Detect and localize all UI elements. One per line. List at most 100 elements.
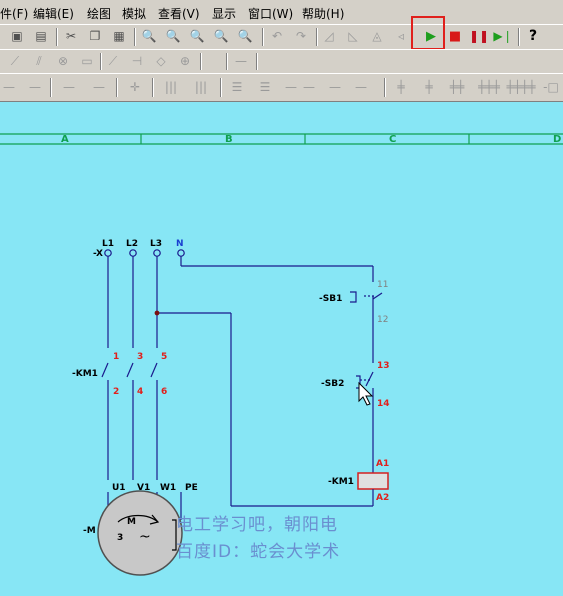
terminal-3: 3 [137, 352, 143, 362]
hlines-icon[interactable]: ☰ [259, 80, 271, 94]
motor-symbol[interactable] [97, 490, 183, 576]
watermark-line-1: 电工学习吧，朝阳电 [176, 515, 338, 535]
terminal-a1: A1 [376, 459, 389, 469]
hline-icon[interactable]: — [93, 80, 105, 94]
multi-node-icon[interactable]: ╪╪╪ [478, 80, 500, 94]
hline-icon[interactable]: — [355, 80, 367, 94]
menu-edit[interactable]: 编辑(E) [33, 7, 74, 21]
separator [262, 28, 263, 46]
terminal-l3[interactable] [153, 249, 161, 257]
cut-icon[interactable]: ✂ [65, 29, 77, 43]
coil-symbol-icon[interactable]: ▭ [81, 54, 93, 68]
label-l1: L1 [102, 239, 114, 249]
step-icon[interactable]: ▶❘ [493, 29, 513, 43]
paste-icon[interactable]: ▦ [113, 29, 125, 43]
junction-dot [154, 310, 160, 316]
label-x: -X [93, 249, 103, 259]
separator [50, 78, 51, 97]
terminal-l1[interactable] [104, 249, 112, 257]
separator [100, 53, 101, 70]
label-l3: L3 [150, 239, 162, 249]
terminal-a2: A2 [376, 493, 389, 503]
play-icon[interactable]: ▶ [426, 28, 436, 44]
hline-icon[interactable]: — [3, 80, 15, 94]
redo-icon[interactable]: ↷ [295, 29, 307, 43]
help-icon[interactable]: ? [528, 28, 538, 44]
terminal-1: 1 [113, 352, 119, 362]
terminal-5: 5 [161, 352, 167, 362]
align-right-icon[interactable]: ◬ [372, 29, 382, 43]
separator [116, 78, 117, 97]
multi-contact-icon[interactable]: ⫽ [36, 53, 42, 68]
menu-draw[interactable]: 绘图 [87, 7, 112, 21]
junction-symbol-icon[interactable]: ⊕ [179, 54, 191, 68]
multi-node-icon[interactable]: ╪╪ [449, 80, 465, 94]
menu-view[interactable]: 查看(V) [158, 7, 200, 21]
copy-icon[interactable]: ❐ [89, 29, 101, 43]
switch-symbol-icon[interactable]: ⟋ [108, 53, 118, 68]
menu-file[interactable]: 件(F) [0, 7, 29, 21]
label-u1: U1 [112, 483, 126, 493]
menu-window[interactable]: 窗口(W) [248, 7, 294, 21]
label-sb2: -SB2 [321, 379, 344, 389]
menu-help[interactable]: 帮助(H) [302, 7, 345, 21]
zoom-window-icon[interactable]: 🔍 [189, 29, 205, 43]
vlines-icon[interactable]: ||| [194, 80, 208, 94]
terminal-n[interactable] [177, 249, 185, 257]
cross-junction-icon[interactable]: ✛ [129, 80, 141, 94]
hline-icon[interactable]: — [285, 80, 297, 94]
zone-ruler [0, 133, 563, 145]
terminal-l2[interactable] [129, 249, 137, 257]
stop-icon[interactable]: ■ [448, 28, 462, 44]
mouse-cursor-icon [358, 381, 374, 406]
hline-icon[interactable]: — [29, 80, 41, 94]
label-motor-3: 3 [117, 533, 123, 543]
separator [384, 78, 385, 97]
terminal-11: 11 [377, 280, 388, 290]
terminal-2: 2 [113, 387, 119, 397]
align-center-icon[interactable]: ◺ [348, 29, 358, 43]
label-km1-main: -KM1 [72, 369, 98, 379]
zoom-page-icon[interactable]: 🔍 [237, 29, 253, 43]
label-n: N [176, 239, 184, 249]
terminal-14: 14 [377, 399, 390, 409]
undo-icon[interactable]: ↶ [271, 29, 283, 43]
menu-display[interactable]: 显示 [212, 7, 237, 21]
node-icon[interactable]: ╪ [425, 80, 433, 94]
terminal-4: 4 [137, 387, 143, 397]
hline-icon[interactable]: — [63, 80, 75, 94]
hlines-icon[interactable]: ☰ [231, 80, 243, 94]
zoom-in-icon[interactable]: 🔍 [141, 29, 157, 43]
zoom-fit-icon[interactable]: 🔍 [213, 29, 229, 43]
label-l2: L2 [126, 239, 138, 249]
vlines-icon[interactable]: ||| [164, 80, 178, 94]
save-icon[interactable]: ▣ [11, 29, 23, 43]
multi-node-icon[interactable]: ╪╪╪╪ [506, 80, 536, 94]
button-symbol-icon[interactable]: ⊣ [131, 54, 143, 68]
separator [220, 78, 221, 97]
contact-symbol-icon[interactable]: ⟋ [10, 53, 20, 68]
pause-icon[interactable]: ❚❚ [468, 29, 490, 43]
separator [152, 78, 153, 97]
flip-icon[interactable]: ◃ [397, 29, 405, 43]
zoom-out-icon[interactable]: 🔍 [165, 29, 181, 43]
hline-icon[interactable]: -□ [543, 80, 559, 94]
schematic-canvas[interactable] [0, 102, 563, 596]
sensor-symbol-icon[interactable]: ◇ [156, 54, 166, 68]
separator [200, 53, 201, 70]
lamp-symbol-icon[interactable]: ⊗ [57, 54, 69, 68]
label-km1-coil: -KM1 [328, 477, 354, 487]
line-symbol-icon[interactable]: — [235, 54, 247, 68]
align-left-icon[interactable]: ◿ [324, 29, 334, 43]
drawing-toolbar: — — — — ✛ ||| ||| ☰ ☰ — — — — ╪ ╪ ╪╪ ╪╪╪… [0, 73, 563, 102]
terminal-6: 6 [161, 387, 167, 397]
print-icon[interactable]: ▤ [35, 29, 47, 43]
node-icon[interactable]: ╪ [397, 80, 405, 94]
hline-icon[interactable]: — [329, 80, 341, 94]
label-pe: PE [185, 483, 198, 493]
hline-icon[interactable]: — [303, 80, 315, 94]
zone-label-a: A [61, 134, 69, 145]
menu-simulate[interactable]: 模拟 [122, 7, 147, 21]
separator [56, 28, 57, 46]
